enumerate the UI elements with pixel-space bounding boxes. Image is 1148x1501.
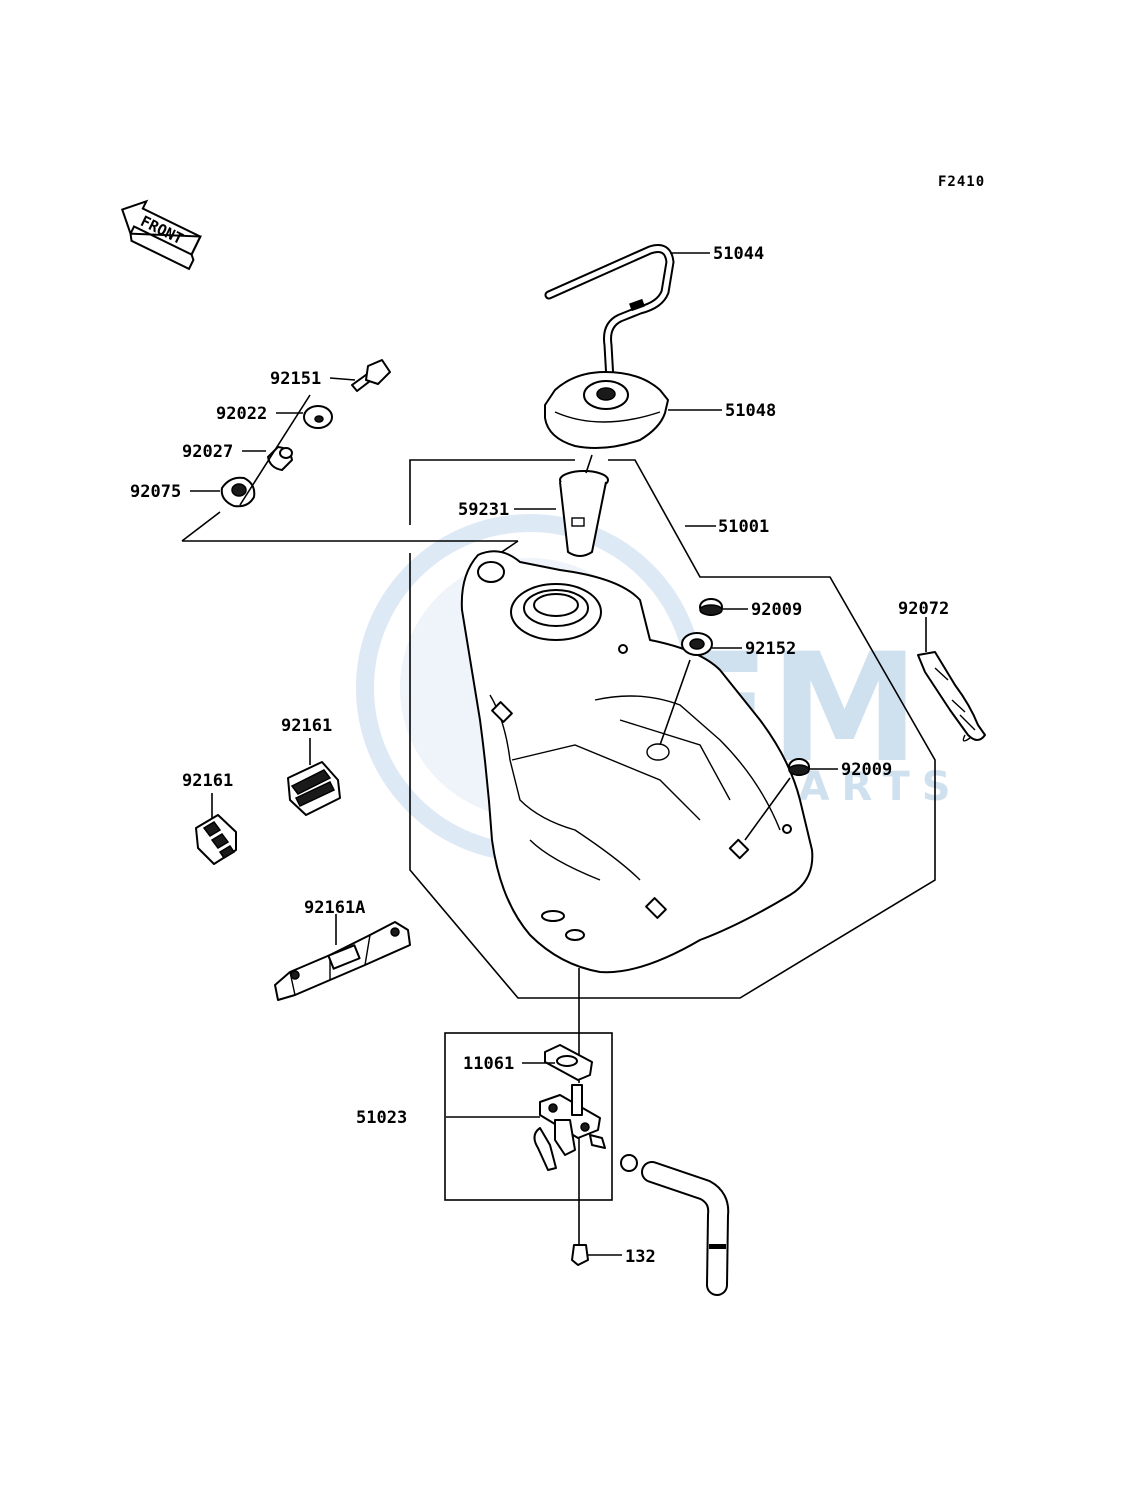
diagram-code: F2410 bbox=[938, 174, 985, 190]
label-92075: 92075 bbox=[130, 482, 181, 502]
pad-92161-right bbox=[287, 738, 341, 816]
grommet-92152 bbox=[659, 632, 742, 746]
label-11061: 11061 bbox=[463, 1054, 514, 1074]
cap-92009-lower bbox=[744, 758, 838, 841]
label-92161-left: 92161 bbox=[182, 771, 233, 791]
pad-92161-left bbox=[195, 793, 237, 865]
label-51044: 51044 bbox=[713, 244, 764, 264]
label-92009-upper: 92009 bbox=[751, 600, 802, 620]
label-92009-lower: 92009 bbox=[841, 760, 892, 780]
front-arrow-icon: FRONT bbox=[120, 199, 202, 271]
label-92022: 92022 bbox=[216, 404, 267, 424]
gasket-11061 bbox=[522, 1044, 593, 1081]
damper-92075 bbox=[190, 394, 311, 508]
label-59231: 59231 bbox=[458, 500, 509, 520]
label-132: 132 bbox=[625, 1247, 656, 1267]
washer-92022 bbox=[276, 405, 333, 429]
label-92072: 92072 bbox=[898, 599, 949, 619]
screw-132 bbox=[571, 1244, 622, 1266]
fuel-cap bbox=[544, 371, 722, 449]
fuel-petcock bbox=[446, 1084, 638, 1172]
label-92027: 92027 bbox=[182, 442, 233, 462]
reference-lines bbox=[181, 459, 936, 1250]
label-51001: 51001 bbox=[718, 517, 769, 537]
fuel-filter bbox=[514, 454, 609, 557]
label-92151: 92151 bbox=[270, 369, 321, 389]
strap-92072 bbox=[917, 617, 986, 742]
collar-92027 bbox=[242, 446, 293, 471]
pad-92161A bbox=[274, 914, 411, 1001]
label-92161A: 92161A bbox=[304, 898, 365, 918]
cap-92009-upper bbox=[699, 598, 748, 616]
mount-bolt-92151 bbox=[329, 359, 391, 392]
label-51023: 51023 bbox=[356, 1108, 407, 1128]
breather-hose bbox=[544, 244, 710, 385]
fuel-tank bbox=[460, 550, 814, 974]
label-92161-right: 92161 bbox=[281, 716, 332, 736]
label-92152: 92152 bbox=[745, 639, 796, 659]
label-51048: 51048 bbox=[725, 401, 776, 421]
fuel-line bbox=[641, 1161, 730, 1296]
